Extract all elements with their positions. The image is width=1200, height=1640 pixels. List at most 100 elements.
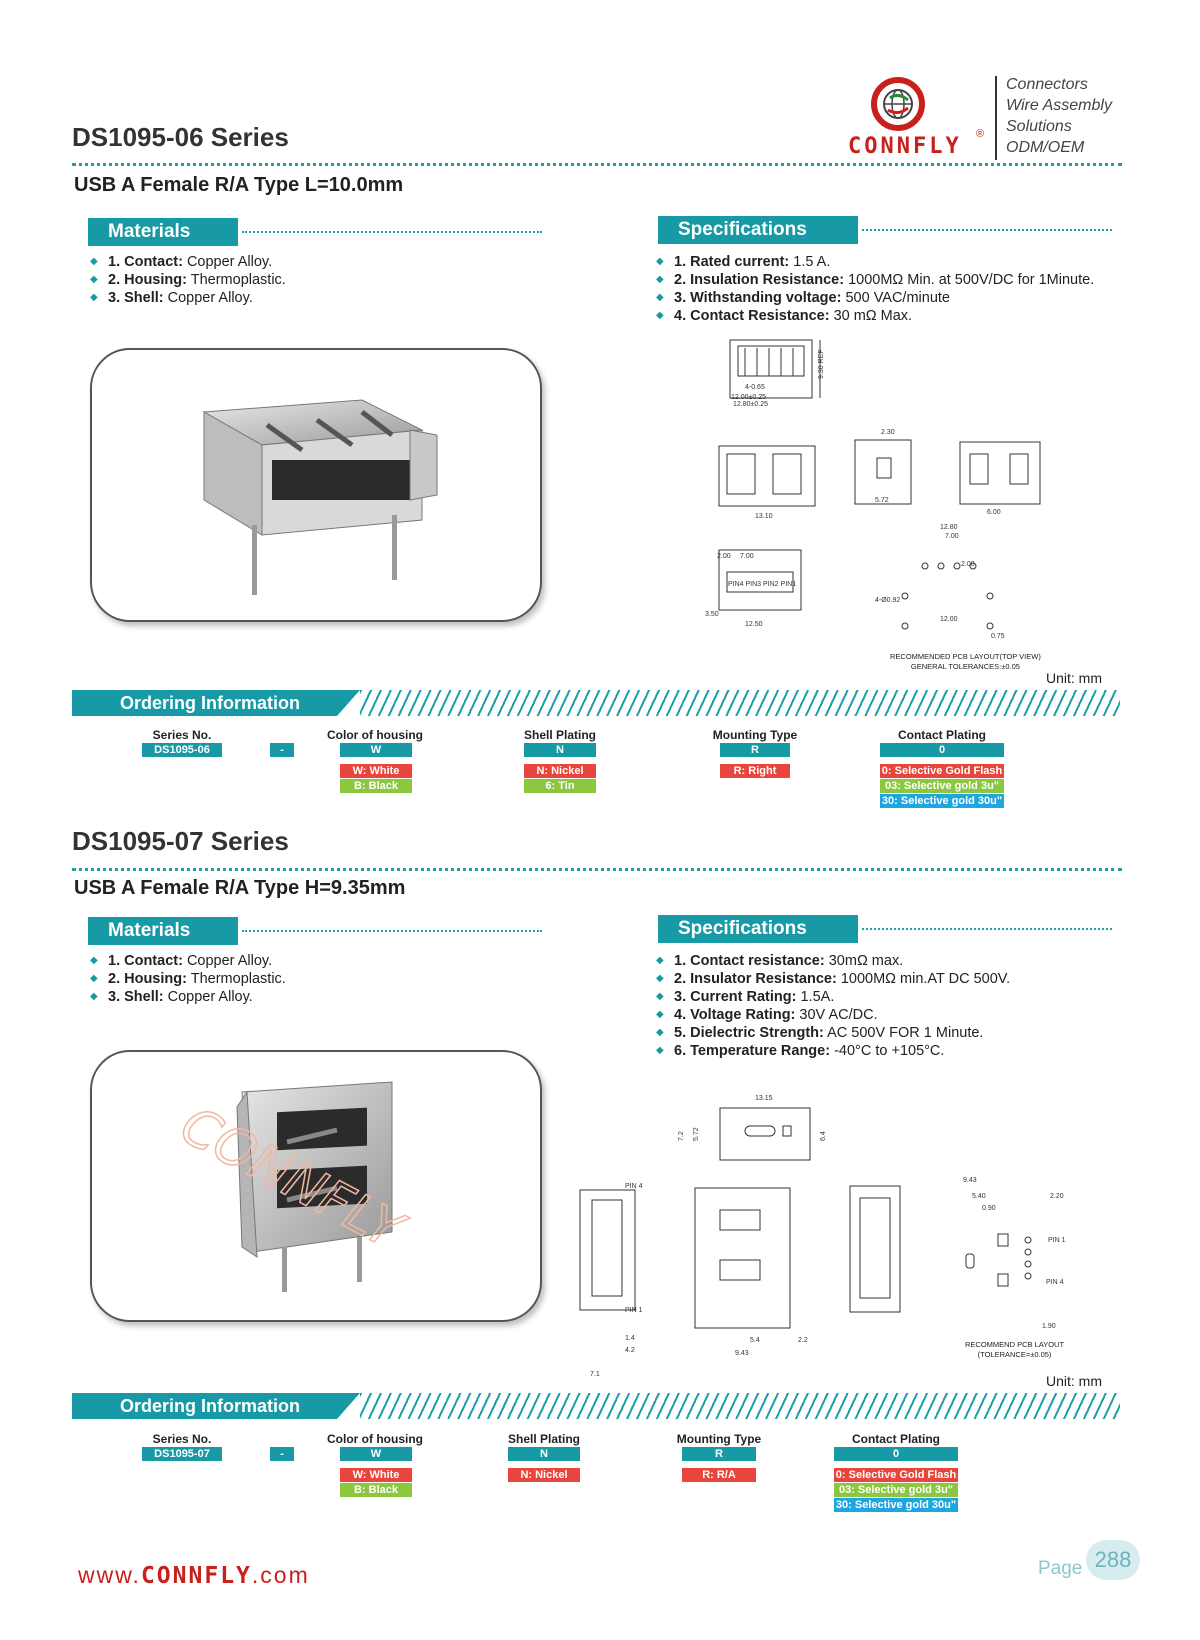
materials-list: 1. Contact: Copper Alloy. 2. Housing: Th… xyxy=(90,253,286,307)
order-col-header: Series No. xyxy=(152,1432,212,1446)
order-option: N: Nickel xyxy=(524,764,596,778)
drawing-note: RECOMMENDED PCB LAYOUT(TOP VIEW) GENERAL… xyxy=(890,652,1041,672)
list-item: 4. Contact Resistance: 30 mΩ Max. xyxy=(656,307,1094,325)
order-series-value: DS1095-07 xyxy=(142,1447,222,1461)
order-option: R: Right Angle xyxy=(720,764,790,791)
svg-text:4.2: 4.2 xyxy=(625,1347,635,1354)
svg-text:9.30 REF: 9.30 REF xyxy=(818,349,825,379)
tagline-line: Wire Assembly xyxy=(1006,97,1112,114)
tagline-line: Connectors xyxy=(1006,76,1088,93)
materials-heading: Materials xyxy=(88,917,238,945)
specifications-list: 1. Rated current: 1.5 A. 2. Insulation R… xyxy=(656,253,1094,325)
footer-url-suffix: .com xyxy=(251,1562,310,1588)
list-item: 5. Dielectric Strength: AC 500V FOR 1 Mi… xyxy=(656,1024,1010,1042)
svg-text:2.2: 2.2 xyxy=(798,1337,808,1344)
brand-logo xyxy=(850,74,950,160)
svg-text:5.4: 5.4 xyxy=(750,1337,760,1344)
svg-text:5.40: 5.40 xyxy=(972,1193,986,1200)
tagline-line: Solutions xyxy=(1006,118,1072,135)
svg-text:6.4: 6.4 xyxy=(820,1131,827,1141)
technical-drawing: 4-0.65 12.00±0.25 12.80±0.25 9.30 REF 13… xyxy=(705,336,1125,686)
order-col-header: Shell Plating xyxy=(523,728,596,742)
svg-text:13.15: 13.15 xyxy=(755,1095,773,1102)
usb-connector-photo: CONNFLY xyxy=(170,1081,416,1292)
order-shell-value: N xyxy=(508,1447,580,1461)
svg-text:PIN4 PIN3 PIN2 PIN1: PIN4 PIN3 PIN2 PIN1 xyxy=(728,581,796,588)
dimension-drawing-svg: 13.15 7.2 5.72 6.4 PIN 4 PIN 1 1.4 4.2 7… xyxy=(579,1095,1066,1378)
svg-text:1.4: 1.4 xyxy=(625,1335,635,1342)
order-option: 03: Selective gold 3u" xyxy=(834,1483,958,1497)
order-option: B: Black xyxy=(340,1483,412,1497)
svg-text:12.80±0.25: 12.80±0.25 xyxy=(733,401,768,408)
drawing-note: RECOMMEND PCB LAYOUT (TOLERANCE=±0.05) xyxy=(965,1340,1064,1360)
footer-url-prefix: www. xyxy=(78,1562,141,1588)
ordering-heading: Ordering Information xyxy=(72,690,360,716)
tagline-line: ODM/OEM xyxy=(1006,139,1085,156)
drawing-note-line: GENERAL TOLERANCES:±0.05 xyxy=(910,662,1020,671)
svg-text:7.2: 7.2 xyxy=(678,1131,685,1141)
ordering-stripes xyxy=(360,690,1120,716)
series-subtitle: USB A Female R/A Type L=10.0mm xyxy=(74,174,404,196)
order-option: 0: Selective Gold Flash xyxy=(880,764,1004,778)
list-item: 3. Current Rating: 1.5A. xyxy=(656,988,1010,1006)
list-item: 2. Housing: Thermoplastic. xyxy=(90,271,286,289)
order-col-header: Contact Plating xyxy=(851,1432,940,1446)
order-col-header: Shell Plating xyxy=(507,1432,580,1446)
svg-text:12.80: 12.80 xyxy=(940,524,958,531)
technical-drawing: 13.15 7.2 5.72 6.4 PIN 4 PIN 1 1.4 4.2 7… xyxy=(570,1080,1125,1380)
list-item: 2. Insulation Resistance: 1000MΩ Min. at… xyxy=(656,271,1094,289)
materials-divider xyxy=(242,231,542,233)
series-title: DS1095-06 Series xyxy=(72,122,289,152)
order-option: B: Black xyxy=(340,779,412,793)
svg-text:5.72: 5.72 xyxy=(693,1127,700,1141)
list-item: 6. Temperature Range: -40°C to +105°C. xyxy=(656,1042,1010,1060)
svg-text:9.43: 9.43 xyxy=(735,1350,749,1357)
list-item: 2. Housing: Thermoplastic. xyxy=(90,970,286,988)
page-number: 288 xyxy=(1094,1547,1132,1572)
list-item: 1. Contact resistance: 30mΩ max. xyxy=(656,952,1010,970)
svg-text:5.72: 5.72 xyxy=(875,497,889,504)
series-subtitle: USB A Female R/A Type H=9.35mm xyxy=(74,877,406,899)
brand-tagline: Connectors Wire Assembly Solutions ODM/O… xyxy=(1006,74,1112,158)
order-mount-value: R xyxy=(720,743,790,757)
order-option: W: White xyxy=(340,1468,412,1482)
specifications-list: 1. Contact resistance: 30mΩ max. 2. Insu… xyxy=(656,952,1010,1060)
title-divider xyxy=(72,163,1122,166)
title-divider xyxy=(72,868,1122,871)
logo-wordmark: CONNFLY xyxy=(848,134,962,159)
svg-text:0.75: 0.75 xyxy=(991,633,1005,640)
list-item: 1. Contact: Copper Alloy. xyxy=(90,253,286,271)
order-option: 30: Selective gold 30u" xyxy=(880,794,1004,808)
specifications-divider xyxy=(862,928,1112,930)
order-col-header: Color of housing xyxy=(327,728,423,742)
materials-list: 1. Contact: Copper Alloy. 2. Housing: Th… xyxy=(90,952,286,1006)
svg-text:7.1: 7.1 xyxy=(590,1371,600,1378)
drawing-note-line: (TOLERANCE=±0.05) xyxy=(977,1350,1052,1359)
svg-text:9.43: 9.43 xyxy=(963,1177,977,1184)
order-option: 03: Selective gold 3u" xyxy=(880,779,1004,793)
footer-url[interactable]: www.CONNFLY.com xyxy=(78,1562,310,1589)
product-photo-frame xyxy=(90,348,542,622)
ordering-header-bar: Ordering Information xyxy=(72,690,1120,716)
footer-url-brand: CONNFLY xyxy=(140,1563,252,1589)
order-color-value: W xyxy=(340,1447,412,1461)
order-color-value: W xyxy=(340,743,412,757)
svg-text:2.20: 2.20 xyxy=(1050,1193,1064,1200)
order-dash: - xyxy=(270,1447,294,1461)
order-option: 30: Selective gold 30u" xyxy=(834,1498,958,1512)
list-item: 4. Voltage Rating: 30V AC/DC. xyxy=(656,1006,1010,1024)
order-dash: - xyxy=(270,743,294,757)
page-number-badge: 288 xyxy=(1086,1540,1140,1580)
svg-text:4-0.65: 4-0.65 xyxy=(745,384,765,391)
unit-label: Unit: mm xyxy=(1046,1373,1102,1389)
order-col-header: Mounting Type xyxy=(676,1432,762,1446)
svg-text:7.00: 7.00 xyxy=(945,533,959,540)
order-col-header: Series No. xyxy=(152,728,212,742)
order-contact-value: 0 xyxy=(880,743,1004,757)
usb-connector-photo xyxy=(202,399,438,595)
svg-text:PIN 1: PIN 1 xyxy=(625,1307,643,1314)
order-option: 6: Tin xyxy=(524,779,596,793)
list-item: 1. Contact: Copper Alloy. xyxy=(90,952,286,970)
logo-globe-icon xyxy=(871,77,925,131)
order-contact-value: 0 xyxy=(834,1447,958,1461)
